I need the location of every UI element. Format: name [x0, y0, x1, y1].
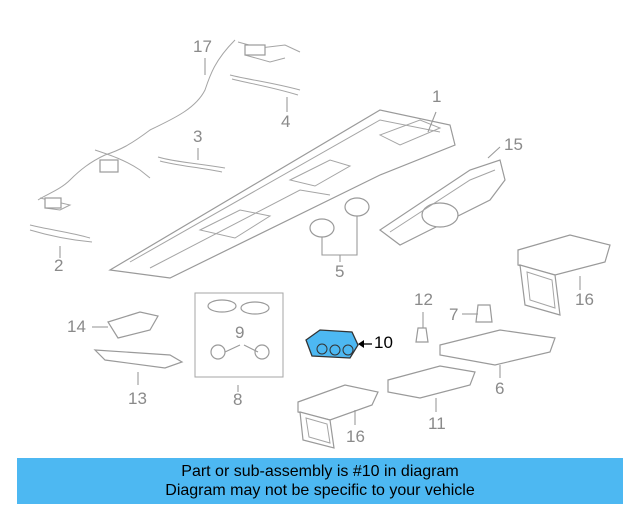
- callout-5: 5: [335, 262, 345, 281]
- callout-7: 7: [449, 305, 459, 324]
- callout-1: 1: [432, 87, 442, 106]
- callout-11: 11: [428, 414, 446, 433]
- harness-4: [229, 74, 301, 96]
- trim-13: [93, 349, 184, 385]
- screen-16-top: [517, 234, 611, 316]
- screen-16-bottom: [297, 384, 379, 449]
- clip-12: [415, 312, 429, 343]
- info-banner: Part or sub-assembly is #10 in diagram D…: [17, 458, 623, 504]
- callout-8: 8: [233, 390, 243, 409]
- clip-7: [462, 304, 493, 323]
- callout-9: 9: [235, 323, 245, 342]
- wiring-harness: [29, 39, 301, 243]
- console-6: [439, 329, 556, 378]
- banner-line-1: Part or sub-assembly is #10 in diagram: [181, 463, 459, 480]
- callout-14: 14: [67, 317, 86, 336]
- callout-12: 12: [414, 290, 433, 309]
- trim-panel-15: [378, 159, 506, 246]
- lamp-14: [92, 311, 159, 339]
- harness-3: [157, 156, 226, 173]
- callout-6: 6: [495, 379, 505, 398]
- banner-line-2: Diagram may not be specific to your vehi…: [165, 482, 475, 499]
- callout-4: 4: [281, 112, 291, 131]
- callout-10: 10: [374, 333, 393, 352]
- overhead-console-1: [108, 109, 456, 279]
- callout-13: 13: [128, 389, 147, 408]
- part-10-highlighted: [305, 329, 372, 359]
- console-11: [387, 365, 476, 412]
- callout-3: 3: [193, 127, 203, 146]
- callout-15: 15: [504, 135, 523, 154]
- callout-17: 17: [193, 37, 212, 56]
- callout-16-bottom: 16: [346, 427, 365, 446]
- callout-2: 2: [54, 256, 64, 275]
- bulb-box-8: [194, 292, 284, 378]
- lamps-5: [309, 197, 370, 262]
- callout-16-top: 16: [575, 290, 594, 309]
